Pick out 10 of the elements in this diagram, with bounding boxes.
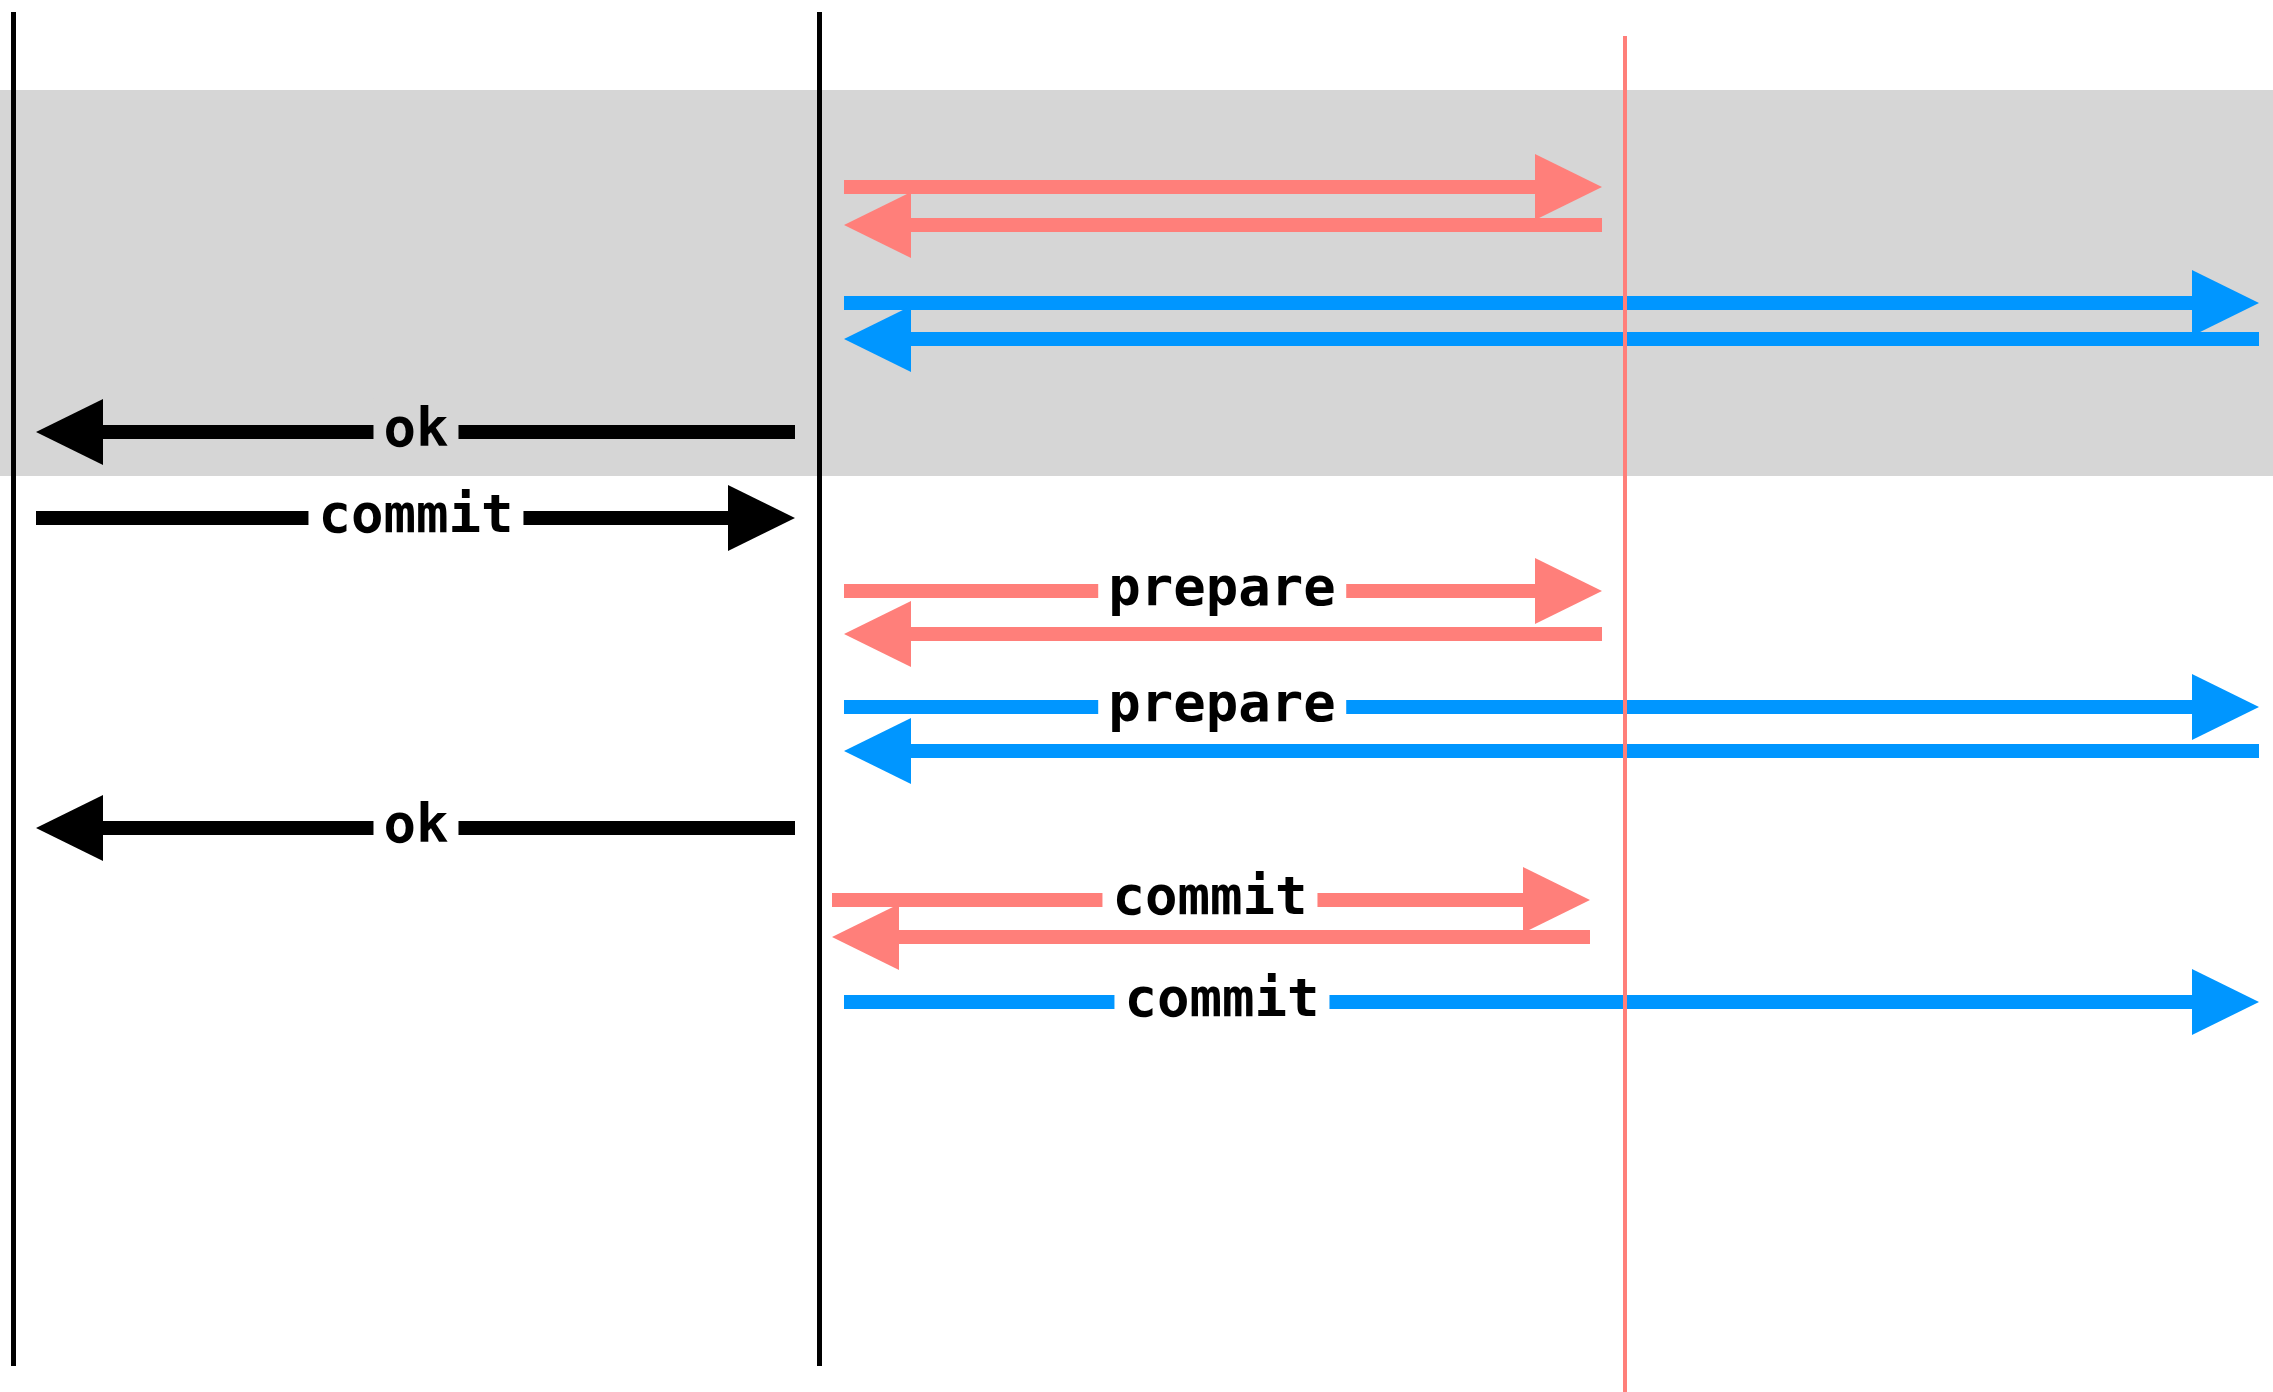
arrow bbox=[36, 399, 795, 465]
lifeline bbox=[1623, 36, 1627, 1392]
arrow bbox=[832, 904, 1590, 970]
arrow bbox=[844, 718, 2259, 784]
arrow bbox=[844, 601, 1602, 667]
lifeline bbox=[10, 12, 16, 1366]
arrow bbox=[844, 154, 1602, 220]
arrow bbox=[844, 192, 1602, 258]
arrow bbox=[36, 795, 795, 861]
lifeline bbox=[816, 12, 822, 1366]
